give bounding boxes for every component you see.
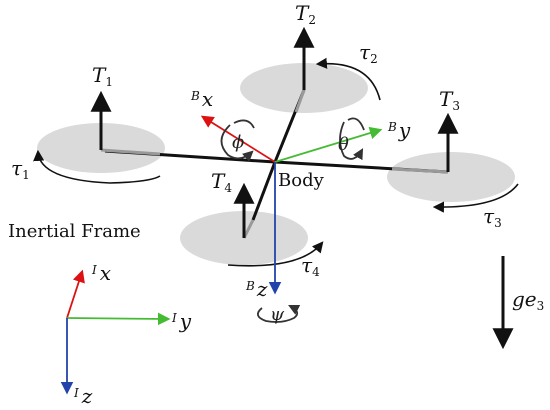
thrust-label-3: T3 [439,87,460,113]
thrust-label-4: T4 [211,169,232,195]
roll-symbol: ϕ [232,132,244,153]
torque-label-4: τ4 [301,253,320,279]
arm-1-hub [100,148,161,156]
pitch-rotation-arc [339,121,364,161]
inertial-frame-label: Inertial Frame [8,221,141,242]
gravity-label: ge3 [512,287,544,313]
yaw-rotation-arc [256,305,301,323]
body-label: Body [278,170,325,191]
pitch-symbol: θ [338,134,349,155]
torque-arc-2 [315,57,381,101]
torque-arc-4 [227,241,324,267]
torque-arc-1 [33,149,161,184]
torque-label-2: τ2 [359,40,378,66]
torque-label-1: τ1 [11,156,30,182]
roll-rotation-arc [220,124,254,162]
arm-2-hub [294,89,306,113]
yaw-symbol: ψ [270,304,285,325]
pitch-rotation-arc-top [347,117,365,131]
inertial-y-axis [66,312,171,326]
thrust-label-1: T1 [92,63,113,89]
inertial-x-axis [66,269,85,319]
body-y-axis [274,126,383,163]
arm-3-hub [391,167,449,174]
body-x-axis [200,115,276,163]
arm-4 [251,161,277,221]
rotor-disc-3 [387,152,515,202]
torque-arc-3 [432,183,519,213]
roll-rotation-arc-top [233,119,255,129]
torque-label-3: τ3 [483,204,502,230]
thrust-label-2: T2 [295,1,316,27]
